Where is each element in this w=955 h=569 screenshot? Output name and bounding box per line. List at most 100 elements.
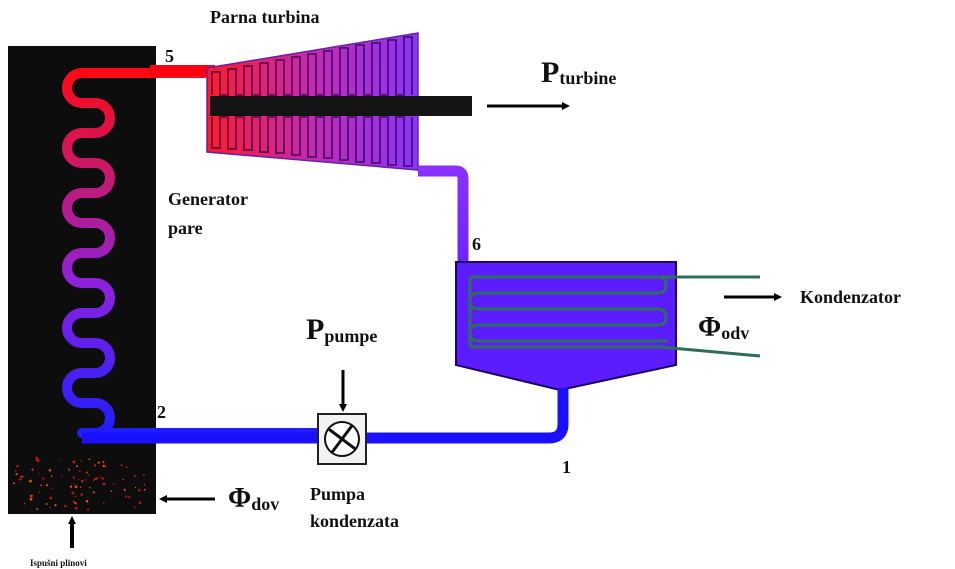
flame-particle xyxy=(19,478,22,481)
flame-particle xyxy=(31,494,34,497)
flame-particle xyxy=(80,479,84,483)
flame-particle xyxy=(40,484,43,487)
turbine-shaft xyxy=(210,96,472,116)
flame-particle xyxy=(80,486,82,488)
pump-label-line1: Pumpa xyxy=(310,484,365,504)
flame-particle xyxy=(48,469,52,472)
flame-particle xyxy=(93,478,96,481)
flame-particle xyxy=(88,486,91,489)
heat-rejected-label: Φodv xyxy=(698,312,749,343)
condensate-pump xyxy=(317,413,367,465)
exhaust-steam-pipe xyxy=(418,165,469,268)
condenser-label: Kondenzator xyxy=(800,287,901,307)
flame-particle xyxy=(72,460,76,464)
generator-label-line1: Generator xyxy=(168,189,248,209)
flame-particle xyxy=(72,476,75,479)
flame-particle xyxy=(49,507,51,509)
flame-particle xyxy=(137,488,141,492)
flame-particle xyxy=(74,485,78,489)
flame-particle xyxy=(123,488,126,491)
steam-turbine xyxy=(206,32,472,171)
flame-particle xyxy=(80,459,83,462)
flame-particle xyxy=(112,482,115,485)
flame-particle xyxy=(143,484,146,486)
heat-rejected-symbol: Φ xyxy=(698,312,721,343)
flame-particle xyxy=(85,499,89,503)
turbine-label: Parna turbina xyxy=(210,7,320,27)
point-1-label: 1 xyxy=(562,457,571,477)
flame-particle xyxy=(97,462,99,464)
flame-particle xyxy=(85,479,87,481)
flame-particle xyxy=(86,508,90,511)
point-6-label: 6 xyxy=(472,234,481,254)
flame-particle xyxy=(75,465,78,468)
flame-particle xyxy=(104,465,107,468)
flame-particle xyxy=(54,504,57,507)
turbine-blades-lower xyxy=(211,116,413,167)
flame-particle xyxy=(86,471,88,474)
heat-supplied-symbol: Φ xyxy=(228,483,251,514)
flame-particle xyxy=(74,495,77,498)
flame-particle xyxy=(68,468,71,471)
flame-particle xyxy=(38,473,40,475)
flame-particle xyxy=(96,477,98,479)
flame-particle xyxy=(15,472,18,476)
boiler-coil xyxy=(62,68,335,438)
condenser-cooling-coil xyxy=(468,275,761,358)
heat-supplied-label: Φdov xyxy=(228,483,279,514)
condensate-pipe xyxy=(330,388,569,444)
furnace-flame-particles xyxy=(12,456,146,511)
flame-particle xyxy=(122,478,124,481)
flame-particle xyxy=(102,464,105,468)
point-5-label: 5 xyxy=(165,46,174,66)
flame-particle xyxy=(12,482,16,485)
flame-particle xyxy=(16,464,19,468)
flame-particle xyxy=(36,459,38,461)
flame-particle xyxy=(128,495,131,499)
flame-particle xyxy=(45,502,48,506)
flame-particle xyxy=(78,478,80,481)
flame-particle xyxy=(45,483,49,487)
flame-particle xyxy=(102,460,105,464)
flame-particle xyxy=(98,476,101,479)
condenser xyxy=(455,261,761,392)
flame-particle xyxy=(80,493,84,496)
turbine-power-subscript: turbine xyxy=(559,68,616,88)
pump-power-subscript: pumpe xyxy=(324,326,377,346)
flame-particle xyxy=(125,495,128,498)
pump-power-symbol: P xyxy=(306,313,324,346)
flame-particle xyxy=(61,475,63,477)
flame-particle xyxy=(19,475,22,478)
flame-particle xyxy=(21,475,24,478)
flame-particle xyxy=(134,486,137,489)
flame-particle xyxy=(138,501,142,504)
flame-particle xyxy=(72,500,75,503)
flame-particle xyxy=(143,488,146,491)
flame-particle xyxy=(50,475,53,478)
flame-particle xyxy=(93,480,95,482)
flame-particle xyxy=(69,485,73,488)
flame-particle xyxy=(15,470,17,472)
flame-particle xyxy=(28,479,32,483)
turbine-blades-upper xyxy=(211,36,413,96)
flame-particle xyxy=(23,503,26,505)
flame-particle xyxy=(120,464,123,466)
flame-particle xyxy=(88,458,91,461)
flame-particle xyxy=(64,504,67,508)
heat-rejected-subscript: odv xyxy=(721,323,749,343)
flame-particle xyxy=(110,490,113,493)
flame-particle xyxy=(29,497,33,501)
pump-impeller-icon xyxy=(328,425,356,453)
flame-particle xyxy=(133,506,136,509)
turbine-power-label: Pturbine xyxy=(541,56,616,89)
flame-particle xyxy=(58,458,60,461)
flame-particle xyxy=(142,473,145,476)
pump-power-label: Ppumpe xyxy=(306,313,377,346)
point-2-label: 2 xyxy=(157,402,166,422)
turbine-power-symbol: P xyxy=(541,56,559,89)
flame-particle xyxy=(50,487,53,490)
pump-label-line2: kondenzata xyxy=(310,511,399,531)
flame-particle xyxy=(101,477,104,480)
flame-particle xyxy=(102,502,105,505)
generator-label-line2: pare xyxy=(168,218,203,238)
